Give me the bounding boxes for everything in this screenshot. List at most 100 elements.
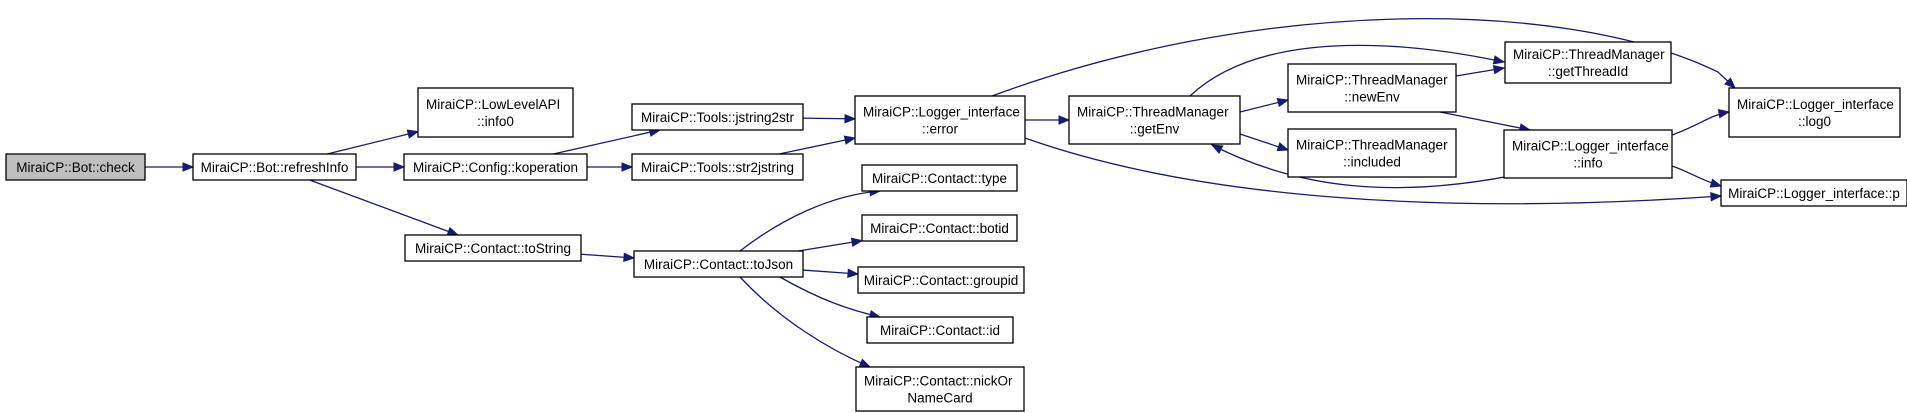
edge-getEnv-to-getThreadId bbox=[1189, 44, 1505, 97]
node-box bbox=[1504, 41, 1672, 84]
arrowhead-toString-to-toJson bbox=[623, 252, 636, 262]
arrowhead-check-to-refreshInfo bbox=[182, 162, 195, 172]
node-label: MiraiCP::Bot::check bbox=[16, 160, 135, 175]
node-getEnv[interactable]: MiraiCP::ThreadManager::getEnv bbox=[1068, 95, 1241, 145]
node-label: MiraiCP::ThreadManager bbox=[1077, 105, 1229, 120]
node-label: MiraiCP::Config::koperation bbox=[413, 160, 578, 175]
node-label: MiraiCP::Contact::type bbox=[872, 171, 1007, 186]
node-koperation[interactable]: MiraiCP::Config::koperation bbox=[403, 153, 588, 181]
node-groupid[interactable]: MiraiCP::Contact::groupid bbox=[857, 266, 1025, 294]
node-included[interactable]: MiraiCP::ThreadManager::included bbox=[1287, 128, 1457, 178]
node-label: MiraiCP::Logger_interface::p bbox=[1728, 186, 1900, 201]
edge-toJson-to-nickOrNameCard bbox=[739, 276, 871, 368]
node-label: MiraiCP::Tools::jstring2str bbox=[641, 110, 795, 125]
node-jstring2str[interactable]: MiraiCP::Tools::jstring2str bbox=[631, 103, 804, 131]
arrowhead-info-to-log0 bbox=[1717, 108, 1731, 119]
node-label: ::newEnv bbox=[1344, 90, 1400, 105]
node-label: MiraiCP::Contact::toString bbox=[415, 241, 571, 256]
node-box bbox=[403, 153, 588, 181]
node-label: ::info bbox=[1573, 156, 1602, 171]
node-label: MiraiCP::Contact::id bbox=[880, 323, 1000, 338]
node-box bbox=[866, 316, 1014, 344]
edge-toJson-to-type bbox=[739, 190, 881, 252]
node-box bbox=[1728, 87, 1901, 138]
node-botid[interactable]: MiraiCP::Contact::botid bbox=[861, 214, 1018, 242]
node-box bbox=[633, 250, 804, 278]
node-label: NameCard bbox=[907, 391, 972, 406]
arrowhead-info-to-getEnv bbox=[1210, 144, 1224, 154]
node-label: MiraiCP::ThreadManager bbox=[1296, 73, 1448, 88]
node-log0[interactable]: MiraiCP::Logger_interface::log0 bbox=[1728, 87, 1901, 138]
node-label: MiraiCP::Contact::botid bbox=[870, 221, 1009, 236]
node-box bbox=[855, 366, 1025, 412]
node-label: MiraiCP::LowLevelAPI bbox=[426, 97, 560, 112]
arrowhead-toJson-to-botid bbox=[850, 237, 864, 247]
node-label: MiraiCP::Bot::refreshInfo bbox=[201, 160, 349, 175]
node-box bbox=[417, 87, 574, 138]
node-type[interactable]: MiraiCP::Contact::type bbox=[861, 164, 1018, 192]
node-label: MiraiCP::Tools::str2jstring bbox=[641, 160, 794, 175]
node-label: ::getThreadId bbox=[1548, 64, 1628, 79]
node-label: MiraiCP::Contact::toJson bbox=[644, 257, 793, 272]
node-toString[interactable]: MiraiCP::Contact::toString bbox=[404, 234, 582, 262]
node-box bbox=[192, 153, 357, 181]
call-graph-edges bbox=[145, 18, 1736, 368]
arrowhead-toJson-to-nickOrNameCard bbox=[858, 358, 872, 368]
node-box bbox=[1287, 128, 1457, 178]
node-info[interactable]: MiraiCP::Logger_interface::info bbox=[1503, 129, 1673, 179]
edge-error-to-p bbox=[1024, 137, 1722, 205]
edge-refreshInfo-to-toString bbox=[309, 179, 459, 236]
arrowhead-str2jstring-to-error bbox=[843, 135, 857, 145]
node-newEnv[interactable]: MiraiCP::ThreadManager::newEnv bbox=[1287, 63, 1457, 113]
node-label: MiraiCP::ThreadManager bbox=[1513, 47, 1665, 62]
arrowhead-refreshInfo-to-toString bbox=[446, 226, 460, 236]
node-label: ::log0 bbox=[1798, 114, 1831, 129]
node-str2jstring[interactable]: MiraiCP::Tools::str2jstring bbox=[631, 153, 804, 181]
edge-info-to-getEnv bbox=[1211, 144, 1531, 189]
node-refreshInfo[interactable]: MiraiCP::Bot::refreshInfo bbox=[192, 153, 357, 181]
arrowhead-getEnv-to-getThreadId bbox=[1492, 55, 1506, 65]
node-label: MiraiCP::Logger_interface bbox=[863, 105, 1020, 120]
node-label: MiraiCP::Logger_interface bbox=[1512, 139, 1669, 154]
edge-koperation-to-jstring2str bbox=[553, 129, 660, 155]
arrowhead-toJson-to-groupid bbox=[847, 268, 860, 279]
node-box bbox=[1287, 63, 1457, 113]
node-box bbox=[631, 103, 804, 131]
arrowhead-jstring2str-to-error bbox=[844, 113, 857, 124]
node-id[interactable]: MiraiCP::Contact::id bbox=[866, 316, 1014, 344]
arrowhead-error-to-log0 bbox=[1724, 77, 1736, 89]
arrowhead-error-to-p bbox=[1710, 192, 1723, 202]
node-box bbox=[1503, 129, 1673, 179]
arrowhead-info-to-p bbox=[1709, 178, 1723, 188]
node-label: ::included bbox=[1343, 155, 1401, 170]
node-label: ::error bbox=[922, 122, 959, 137]
arrowhead-error-to-getEnv bbox=[1058, 115, 1071, 125]
node-info0[interactable]: MiraiCP::LowLevelAPI::info0 bbox=[417, 87, 574, 138]
node-box bbox=[5, 153, 146, 181]
node-box bbox=[857, 266, 1025, 294]
arrowhead-refreshInfo-to-koperation bbox=[393, 162, 406, 172]
node-error[interactable]: MiraiCP::Logger_interface::error bbox=[854, 95, 1026, 145]
node-getThreadId[interactable]: MiraiCP::ThreadManager::getThreadId bbox=[1504, 41, 1672, 84]
node-check[interactable]: MiraiCP::Bot::check bbox=[5, 153, 146, 181]
node-label: ::info0 bbox=[477, 114, 514, 129]
node-p[interactable]: MiraiCP::Logger_interface::p bbox=[1720, 179, 1907, 207]
call-graph-nodes: MiraiCP::Bot::check MiraiCP::Bot::refresh… bbox=[5, 41, 1907, 412]
node-label: MiraiCP::Contact::groupid bbox=[864, 273, 1019, 288]
arrowhead-getEnv-to-included bbox=[1276, 142, 1290, 152]
node-toJson[interactable]: MiraiCP::Contact::toJson bbox=[633, 250, 804, 278]
edge-newEnv-to-info bbox=[1439, 111, 1531, 131]
node-box bbox=[404, 234, 582, 262]
node-box bbox=[861, 164, 1018, 192]
arrowhead-koperation-to-str2jstring bbox=[621, 162, 634, 172]
node-label: MiraiCP::Contact::nickOr bbox=[864, 374, 1013, 389]
node-box bbox=[1068, 95, 1241, 145]
edge-toJson-to-botid bbox=[798, 239, 863, 252]
node-label: MiraiCP::ThreadManager bbox=[1296, 138, 1448, 153]
arrowhead-refreshInfo-to-info0 bbox=[406, 129, 420, 139]
arrowhead-newEnv-to-getThreadId bbox=[1492, 65, 1506, 75]
node-box bbox=[1720, 179, 1907, 207]
node-box bbox=[861, 214, 1018, 242]
